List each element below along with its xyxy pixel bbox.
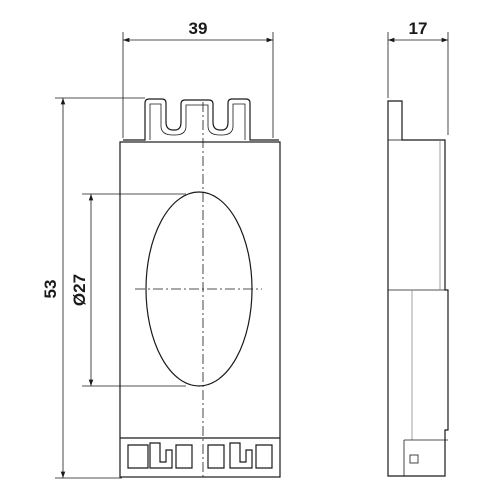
dimension-diameter: Ø27 xyxy=(70,194,94,386)
front-body xyxy=(119,141,281,478)
bottom-clips xyxy=(120,437,280,469)
dimension-39-label: 39 xyxy=(189,19,208,38)
dimension-diameter-label: Ø27 xyxy=(70,274,89,306)
side-outline xyxy=(387,100,449,477)
front-view xyxy=(55,32,281,480)
dimension-17-label: 17 xyxy=(409,19,428,38)
tab-inner-outline xyxy=(149,103,246,140)
top-tabs xyxy=(123,98,279,141)
side-view xyxy=(387,32,449,477)
dimension-53: 53 xyxy=(41,98,66,478)
dimension-53-label: 53 xyxy=(41,280,60,299)
dimension-39: 39 xyxy=(123,19,273,43)
dimension-17: 17 xyxy=(388,19,448,43)
